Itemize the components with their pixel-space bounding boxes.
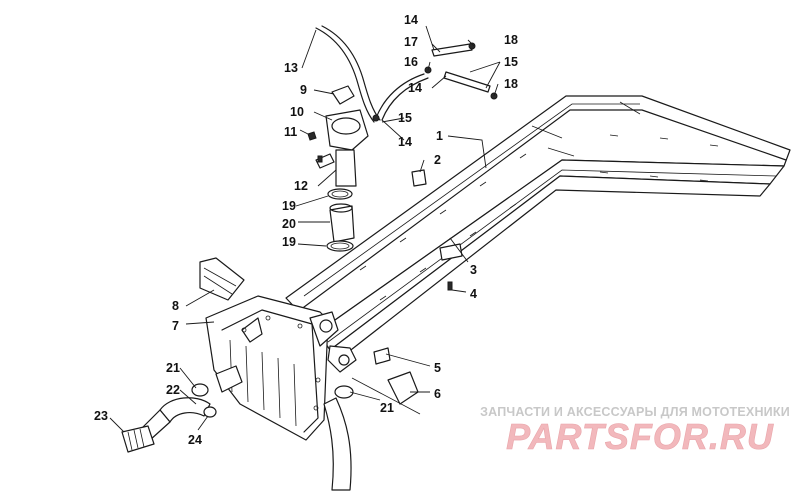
lower-hose-assembly [121, 365, 354, 491]
callout-1: 1 [436, 129, 443, 143]
callout-15-left: 15 [398, 111, 412, 125]
callout-23: 23 [94, 409, 108, 423]
callout-19-bottom: 19 [282, 235, 296, 249]
callout-24: 24 [188, 433, 202, 447]
callout-2: 2 [434, 153, 441, 167]
watermark-logo: PARTSFOR.RU [506, 416, 774, 456]
filler-neck-assembly [307, 85, 369, 187]
clip-5 [373, 347, 391, 365]
clamp-24 [203, 406, 217, 418]
callout-21-left: 21 [166, 361, 180, 375]
leader-lines [109, 25, 501, 433]
callout-11: 11 [284, 125, 297, 139]
lower-hose [323, 397, 352, 491]
callout-4: 4 [470, 287, 477, 301]
callout-14-low: 14 [398, 135, 412, 149]
clamp-upper-19 [327, 188, 353, 200]
callout-22: 22 [166, 383, 180, 397]
callout-labels: 1 2 3 4 5 6 7 8 9 10 11 12 13 14 14 14 1… [94, 13, 518, 447]
callout-18-top: 18 [504, 33, 518, 47]
mount-3 [439, 243, 463, 261]
clamp-21a [191, 383, 209, 397]
gasket-plate [199, 257, 245, 301]
bracket-2 [411, 169, 427, 187]
screw-4 [447, 281, 453, 291]
callout-18-bottom: 18 [504, 77, 518, 91]
callout-8: 8 [172, 299, 179, 313]
clamp-21b [334, 385, 354, 399]
filler-cap [331, 85, 355, 105]
boot-23 [121, 425, 155, 453]
callout-16: 16 [404, 55, 418, 69]
callout-12: 12 [294, 179, 308, 193]
callout-10: 10 [290, 105, 304, 119]
vent-hose-13 [315, 27, 375, 123]
watermark-logo-text: PARTSFOR.RU [506, 416, 774, 456]
callout-20: 20 [282, 217, 296, 231]
callout-15-right: 15 [504, 55, 518, 69]
callout-21-right: 21 [380, 401, 394, 415]
callout-19-top: 19 [282, 199, 296, 213]
callout-7: 7 [172, 319, 179, 333]
hose-22 [159, 397, 211, 423]
callout-14-top: 14 [404, 13, 418, 27]
callout-6: 6 [434, 387, 441, 401]
callout-14-mid: 14 [408, 81, 422, 95]
hose-fittings [372, 42, 498, 122]
outlet-fitting [309, 311, 357, 373]
vent-hose-15 [375, 73, 425, 119]
callout-13: 13 [284, 61, 298, 75]
heat-exchanger-body [205, 295, 329, 441]
callout-17: 17 [404, 35, 418, 49]
watermark-caption: ЗАПЧАСТИ И АКСЕССУАРЫ ДЛЯ МОТОТЕХНИКИ [480, 405, 790, 419]
callout-3: 3 [470, 263, 477, 277]
callout-5: 5 [434, 361, 441, 375]
hose-20 [329, 203, 355, 243]
clamp-lower-19 [326, 240, 354, 252]
callout-9: 9 [300, 83, 307, 97]
